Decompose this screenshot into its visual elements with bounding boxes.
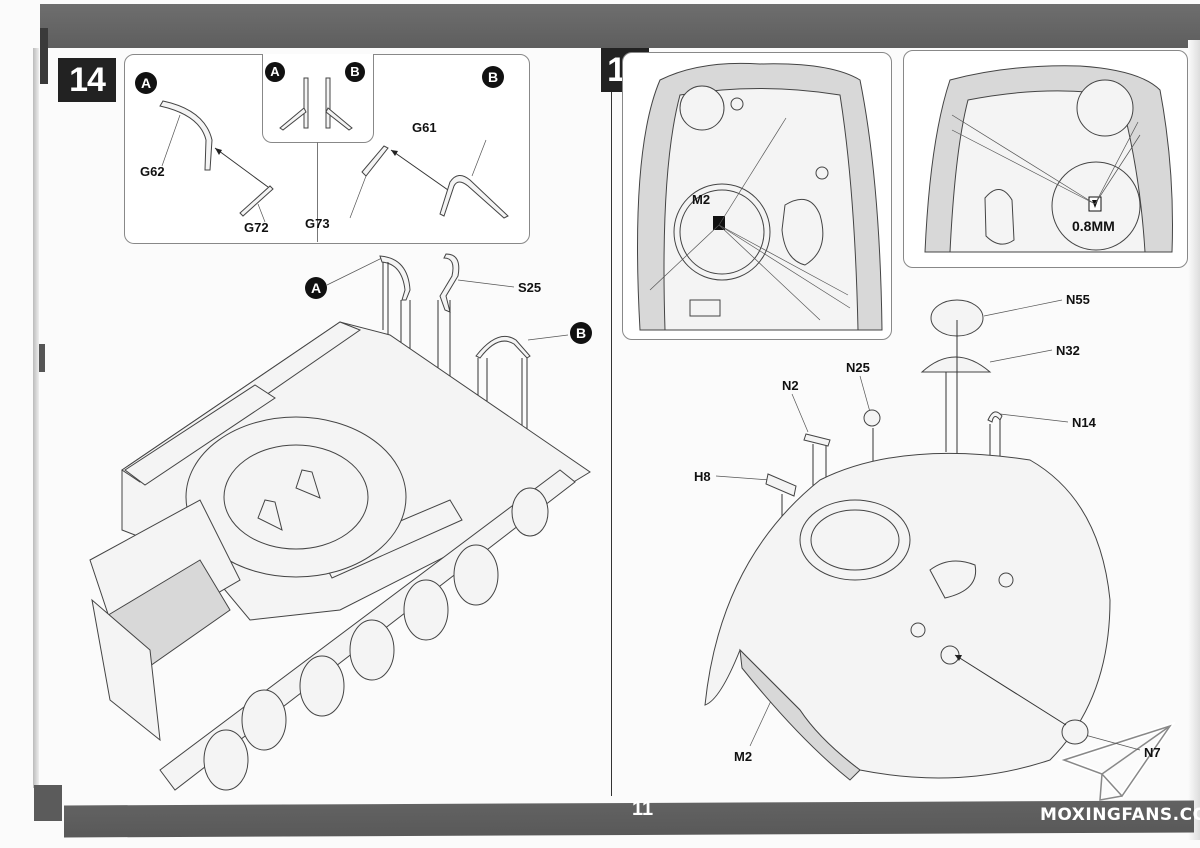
page-number: 11 bbox=[632, 798, 654, 820]
part-g73-drawing bbox=[361, 145, 389, 177]
binding-tab bbox=[40, 28, 48, 84]
marker-b: B bbox=[482, 66, 504, 88]
header-band bbox=[40, 4, 1200, 48]
label-g61: G61 bbox=[412, 120, 437, 135]
label-n7: N7 bbox=[1144, 745, 1161, 760]
marker-a-small: A bbox=[265, 62, 285, 82]
part-g61-drawing bbox=[439, 175, 509, 219]
part-n25-drawing bbox=[863, 409, 881, 427]
step-14-badge: 14 bbox=[58, 58, 116, 102]
label-n25: N25 bbox=[846, 360, 870, 375]
step-14-inset-drawing bbox=[159, 77, 509, 223]
paper-plane-logo-icon bbox=[1056, 721, 1177, 801]
label-n55: N55 bbox=[1066, 292, 1090, 307]
watermark-text: MOXINGFANS.COM bbox=[1040, 805, 1200, 825]
page-edge-left bbox=[33, 48, 39, 788]
step-divider bbox=[611, 48, 612, 796]
label-h8: H8 bbox=[694, 469, 711, 484]
label-n32: N32 bbox=[1056, 343, 1080, 358]
part-n2-drawing bbox=[803, 433, 831, 447]
page-edge-right bbox=[1188, 40, 1200, 840]
footer-stub bbox=[34, 785, 62, 821]
label-m2: M2 bbox=[734, 749, 753, 764]
label-g72: G72 bbox=[244, 220, 269, 235]
label-n2: N2 bbox=[782, 378, 799, 393]
part-n7-drawing bbox=[1061, 719, 1089, 745]
assembly-arrow bbox=[214, 147, 269, 188]
label-m2-interior: M2 bbox=[692, 192, 711, 207]
marker-b-main: B bbox=[570, 322, 592, 344]
inset-divider bbox=[317, 142, 318, 242]
label-n14: N14 bbox=[1072, 415, 1096, 430]
drill-size-label: 0.8MM bbox=[1072, 218, 1115, 234]
part-n32-drawing bbox=[920, 356, 992, 373]
label-g73: G73 bbox=[305, 216, 330, 231]
part-h8-drawing bbox=[765, 473, 797, 497]
label-g62: G62 bbox=[140, 164, 165, 179]
road-wheels bbox=[203, 487, 549, 791]
marker-a-main: A bbox=[305, 277, 327, 299]
label-s25: S25 bbox=[518, 280, 542, 295]
marker-a: A bbox=[135, 72, 157, 94]
part-g72-drawing bbox=[239, 185, 274, 217]
part-g62-drawing bbox=[159, 100, 213, 171]
marker-b-small: B bbox=[345, 62, 365, 82]
binding-tab-mid bbox=[39, 344, 45, 372]
tank-hull-drawing bbox=[89, 253, 591, 791]
